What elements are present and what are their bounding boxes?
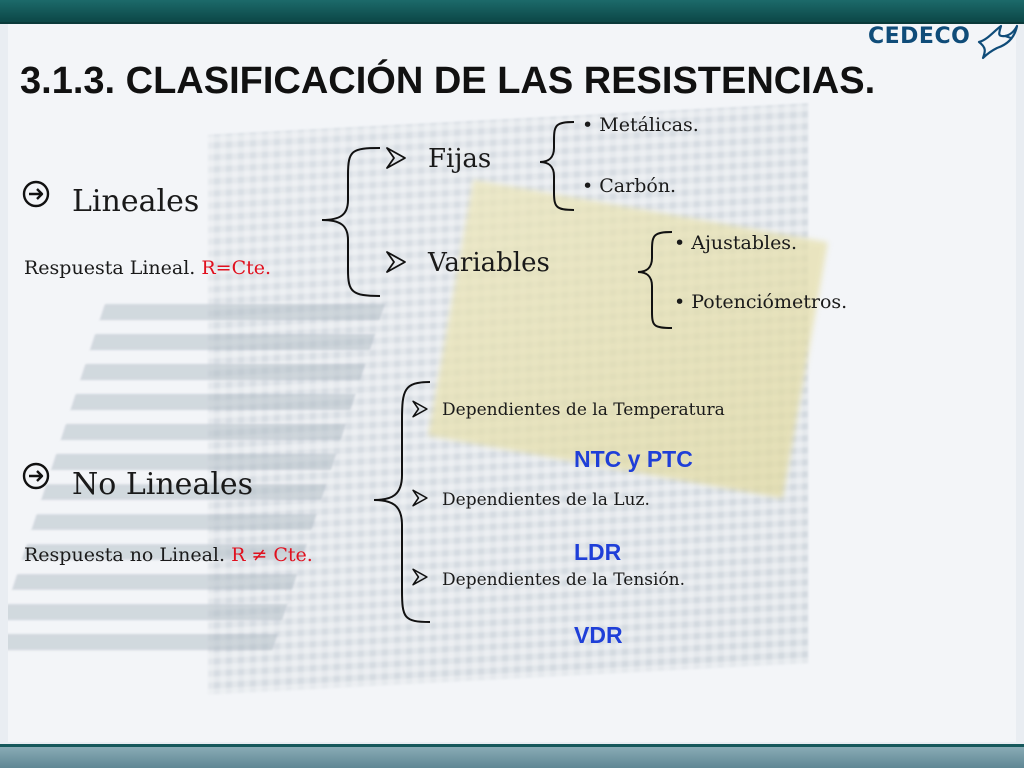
- no-lineales-response: Respuesta no Lineal. R ≠ Cte.: [24, 544, 313, 566]
- dependiente-tension: Dependientes de la Tensión.: [442, 570, 686, 590]
- list-item: • Carbón.: [582, 175, 676, 197]
- dove-icon: [977, 24, 1019, 60]
- example-ntc-ptc: NTC y PTC: [574, 446, 693, 472]
- dot-icon: •: [582, 175, 594, 197]
- list-item-label: Ajustables.: [691, 232, 798, 254]
- list-item: • Potenciómetros.: [674, 291, 847, 313]
- variables-label: Variables: [428, 248, 550, 278]
- list-item-label: Carbón.: [599, 175, 677, 197]
- no-lineales-response-value: R ≠ Cte.: [231, 544, 313, 566]
- arrowhead-icon: [386, 251, 406, 273]
- lineales-response-text: Respuesta Lineal.: [24, 257, 196, 279]
- list-item: • Metálicas.: [582, 114, 699, 136]
- no-lineales-response-text: Respuesta no Lineal.: [24, 544, 226, 566]
- no-lineales-label: No Lineales: [72, 467, 254, 502]
- dot-icon: •: [674, 291, 686, 313]
- circle-arrow-icon: [22, 180, 50, 208]
- dot-icon: •: [674, 232, 686, 254]
- arrowhead-icon: [412, 489, 428, 507]
- circle-arrow-icon: [22, 462, 50, 490]
- example-ldr: LDR: [574, 539, 622, 565]
- lineales-label: Lineales: [72, 184, 200, 219]
- list-item: • Ajustables.: [674, 232, 797, 254]
- bottom-bar: [0, 744, 1024, 768]
- list-item-label: Metálicas.: [599, 114, 699, 136]
- page-title: 3.1.3. CLASIFICACIÓN DE LAS RESISTENCIAS…: [20, 60, 876, 102]
- arrowhead-icon: [412, 400, 428, 418]
- dependiente-temperatura: Dependientes de la Temperatura: [442, 400, 725, 420]
- arrowhead-icon: [412, 568, 428, 586]
- lineales-response: Respuesta Lineal. R=Cte.: [24, 257, 271, 279]
- dependiente-luz: Dependientes de la Luz.: [442, 490, 650, 510]
- lineales-response-value: R=Cte.: [201, 257, 272, 279]
- slide: [8, 24, 1016, 742]
- example-vdr: VDR: [574, 622, 623, 648]
- list-item-label: Potenciómetros.: [691, 291, 848, 313]
- top-bar: [0, 0, 1024, 24]
- fijas-label: Fijas: [428, 144, 492, 174]
- arrowhead-icon: [386, 147, 406, 169]
- dot-icon: •: [582, 114, 594, 136]
- cedeco-logo: CEDECO: [868, 24, 971, 49]
